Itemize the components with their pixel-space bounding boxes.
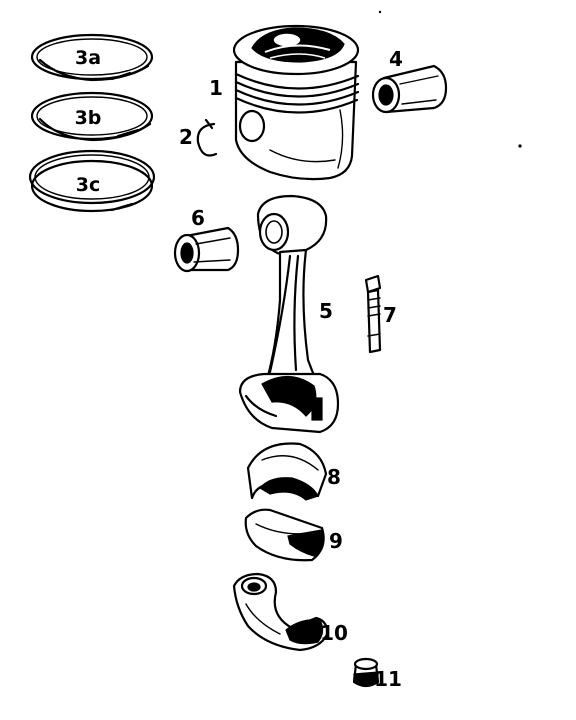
small-end-bush bbox=[173, 226, 240, 273]
label-3c: 3c bbox=[76, 174, 100, 196]
label-7: 7 bbox=[383, 303, 397, 327]
connecting-rod bbox=[238, 194, 340, 434]
piston-pin bbox=[371, 64, 448, 114]
label-11: 11 bbox=[374, 667, 402, 691]
label-10: 10 bbox=[320, 621, 348, 645]
label-2: 2 bbox=[179, 125, 193, 149]
nut bbox=[352, 657, 380, 688]
bearing-shell-upper bbox=[246, 442, 328, 501]
bearing-cap bbox=[232, 572, 330, 652]
piston-ring-3c bbox=[28, 149, 156, 213]
scan-speck bbox=[378, 10, 382, 14]
label-5: 5 bbox=[319, 299, 333, 323]
piston-ring-3b bbox=[30, 91, 154, 142]
label-9: 9 bbox=[329, 529, 343, 553]
rod-bolt bbox=[364, 274, 382, 354]
label-1: 1 bbox=[209, 76, 223, 100]
label-3a: 3a bbox=[75, 47, 101, 69]
label-8: 8 bbox=[327, 465, 341, 489]
label-6: 6 bbox=[191, 206, 205, 230]
label-4: 4 bbox=[389, 47, 403, 71]
piston-ring-3a bbox=[30, 33, 154, 82]
bearing-shell-lower bbox=[244, 508, 325, 562]
scan-speck bbox=[518, 144, 522, 148]
piston bbox=[232, 24, 360, 181]
label-3b: 3b bbox=[75, 107, 102, 129]
circlip bbox=[196, 118, 218, 157]
